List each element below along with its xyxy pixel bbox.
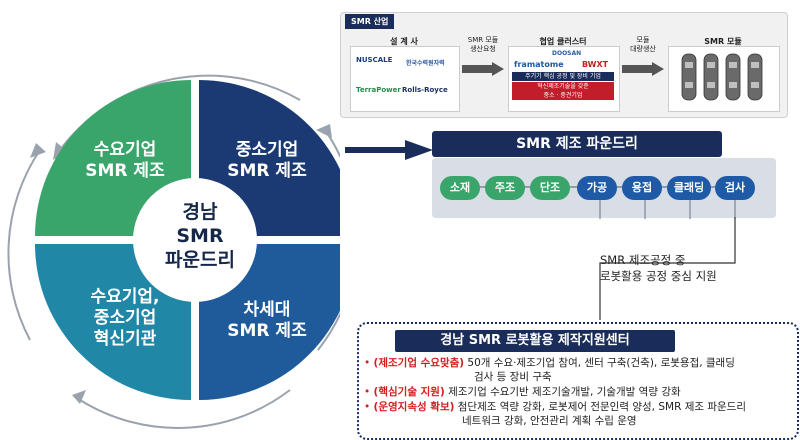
arc-arrowhead-bottom (72, 390, 86, 404)
industry-tag: SMR 산업 (345, 14, 395, 29)
designer-box (350, 46, 460, 112)
arrow-request (462, 62, 504, 76)
logo-framatome: framatome (514, 60, 564, 69)
bullet-operation-label: (운영지속성 확보) (373, 401, 455, 413)
bullet-demand-custom-label: (제조기업 수요맞춤) (373, 357, 465, 369)
logo-khnp: 한국수력원자력 (406, 60, 445, 67)
quadrant-label-demand-smr: 수요기업 SMR 제조 (85, 140, 165, 181)
bullet-operation-cont: 네트워크 강화, 안전관리 계획 수립 운영 (462, 415, 637, 427)
cluster-strip-innovation: 혁신제조기술을 갖춘 (512, 82, 614, 91)
bullet-operation-text: 첨단제조 역량 강화, 로봇제어 전문인력 양성, SMR 제조 파운드리 (454, 401, 746, 413)
quadrant-label-innovation: 수요기업, 중소기업 혁신기관 (90, 287, 160, 349)
designer-title: 설 계 사 (390, 37, 418, 46)
module-title: SMR 모듈 (704, 37, 742, 46)
logo-bwxt: BWXT (582, 60, 609, 69)
process-welding: 용접 (622, 176, 662, 200)
cycle-arc-bottom (79, 389, 291, 429)
process-cladding: 클래딩 (667, 176, 711, 200)
arrow-mass-production-label: 모듈 대량생산 (630, 36, 656, 53)
bullet-operation: • (운영지속성 확보) 첨단제조 역량 강화, 로봇제어 전문인력 양성, S… (364, 401, 746, 413)
robot-support-center-title: 경남 SMR 로봇활용 제작지원센터 (395, 330, 675, 352)
process-inspection: 검사 (715, 176, 755, 200)
bullet-demand-custom-text: 50개 수요·제조기업 참여, 센터 구축(건축), 로봇용접, 클래딩 (464, 357, 735, 369)
bullet-core-tech-text: 제조기업 수요기반 제조기술개발, 기술개발 역량 강화 (444, 386, 681, 398)
center-label: 경남 SMR 파운드리 (165, 201, 235, 271)
quadrant-label-next-gen-smr: 차세대 SMR 제조 (227, 300, 307, 341)
support-text: SMR 제조공정 중 로봇활용 공정 중심 지원 (600, 253, 717, 283)
center-circle (133, 178, 257, 302)
logo-terrapower: TerraPower (356, 86, 401, 94)
process-forging: 단조 (530, 176, 570, 200)
process-material: 소재 (440, 176, 480, 200)
arc-arrowhead-left (30, 143, 46, 158)
arrow-mass-production (622, 62, 664, 76)
cluster-strip-sme: 중소 · 중견기업 (512, 91, 614, 100)
foundry-to-center-connector (599, 217, 736, 320)
quadrant-label-sme-smr: 중소기업 SMR 제조 (227, 140, 307, 181)
foundry-title: SMR 제조 파운드리 (432, 131, 722, 157)
process-casting: 주조 (485, 176, 525, 200)
logo-doosan: DOOSAN (552, 50, 582, 57)
smr-cycle-diagram (7, 74, 340, 429)
bullet-core-tech: • (핵심기술 지원) 제조기업 수요기반 제조기술개발, 기술개발 역량 강화 (364, 386, 681, 398)
bullet-core-tech-label: (핵심기술 지원) (373, 386, 445, 398)
cycle-arc-left (7, 149, 41, 341)
arrow-request-label: SMR 모듈 생산요청 (467, 36, 499, 53)
logo-nuscale: NUSCALE (356, 56, 393, 64)
cluster-title: 협업 클러스터 (539, 37, 587, 46)
bullet-demand-custom-cont: 검사 등 장비 구축 (474, 371, 552, 383)
smr-module-icons (681, 53, 763, 101)
process-machining: 가공 (577, 176, 617, 200)
arc-arrowhead-right (316, 124, 332, 138)
cluster-strip-main: 주기기 핵심 공정 및 장비 기업 (512, 72, 614, 81)
bullet-demand-custom: • (제조기업 수요맞춤) 50개 수요·제조기업 참여, 센터 구축(건축),… (364, 357, 735, 369)
cycle-arc-right (317, 129, 340, 351)
arrow-to-foundry (345, 140, 433, 160)
logo-rolls-royce: Rolls-Royce (402, 86, 448, 94)
